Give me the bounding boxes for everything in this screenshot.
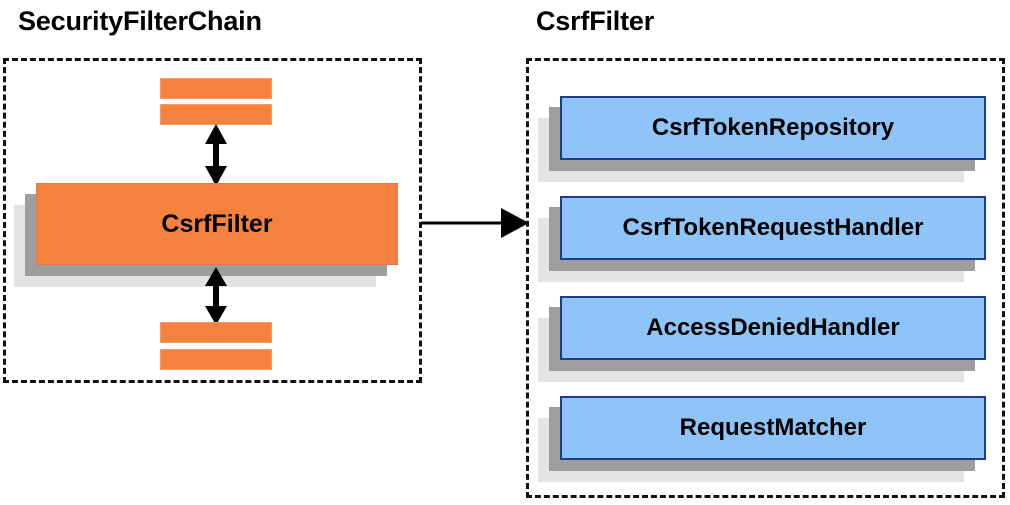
filter-bar-below-2: [160, 349, 272, 370]
arrow-below-csrffilter: [205, 267, 227, 325]
panel-title-security-filter-chain: SecurityFilterChain: [18, 6, 262, 36]
box-csrf-token-repository[interactable]: CsrfTokenRepository: [560, 96, 986, 160]
box-access-denied-handler[interactable]: AccessDeniedHandler: [560, 296, 986, 360]
arrow-above-csrffilter: [205, 124, 227, 186]
box-csrffilter[interactable]: CsrfFilter: [36, 183, 398, 265]
box-csrf-token-request-handler-label: CsrfTokenRequestHandler: [622, 214, 924, 241]
panel-csrf-filter: [526, 58, 1005, 498]
filter-bar-above-1: [160, 78, 272, 99]
box-csrf-token-request-handler[interactable]: CsrfTokenRequestHandler: [560, 196, 986, 260]
box-request-matcher[interactable]: RequestMatcher: [560, 396, 986, 460]
panel-title-csrf-filter: CsrfFilter: [536, 6, 655, 36]
filter-bar-below-1: [160, 322, 272, 343]
box-csrffilter-label: CsrfFilter: [161, 209, 273, 238]
box-csrf-token-repository-label: CsrfTokenRepository: [651, 114, 895, 141]
box-access-denied-handler-label: AccessDeniedHandler: [646, 314, 900, 341]
csrffilter-expands-to-arrow: [421, 208, 529, 238]
box-request-matcher-label: RequestMatcher: [679, 414, 867, 441]
filter-bar-above-2: [160, 104, 272, 125]
panel-security-filter-chain: [3, 58, 422, 383]
